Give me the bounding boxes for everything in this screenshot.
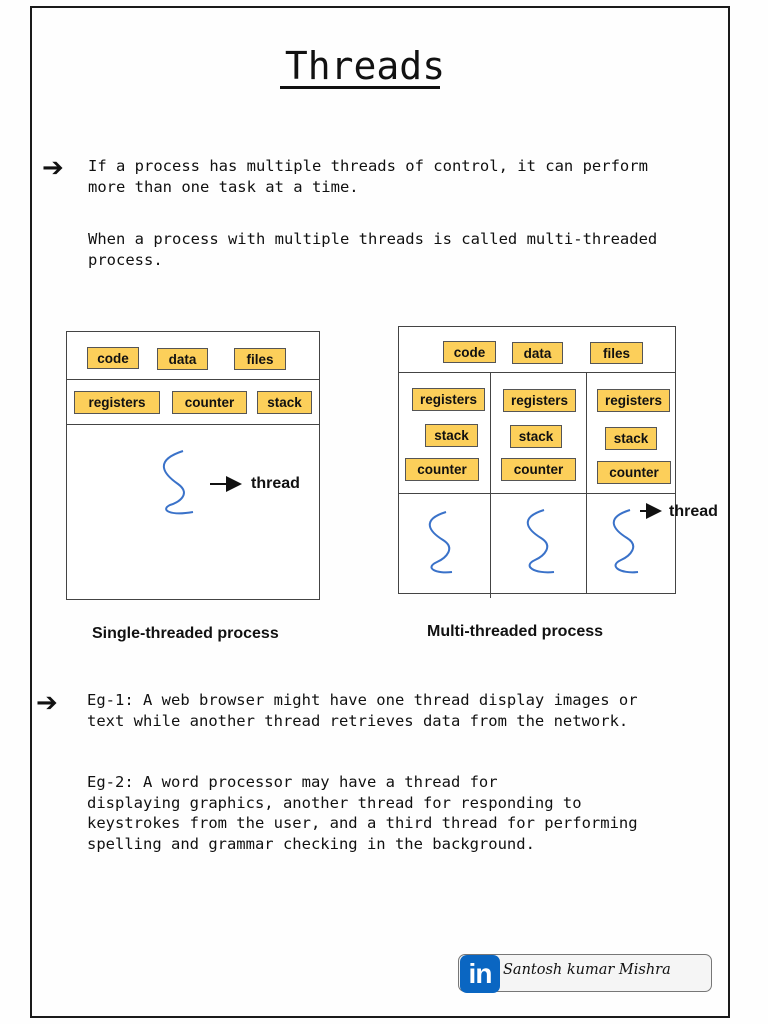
multi-col3-stack-chip: stack [605,427,657,450]
single-thread-label: thread [251,475,300,492]
single-process-box [66,331,320,600]
multi-caption: Multi-threaded process [427,623,604,640]
linkedin-icon[interactable]: in [460,955,500,993]
intro-point-1: If a process has multiple threads of con… [88,157,648,196]
divider [490,372,491,598]
page-frame [30,6,730,1018]
title-underline [280,86,440,89]
divider [66,379,320,380]
multi-col3-counter-chip: counter [597,461,671,484]
multi-col1-stack-chip: stack [425,424,478,447]
divider [398,493,676,494]
single-data-chip: data [157,348,208,370]
example-1: Eg-1: A web browser might have one threa… [87,691,638,730]
divider [586,372,587,594]
multi-thread-squiggle-2 [526,509,555,574]
single-stack-chip: stack [257,391,312,414]
multi-thread-squiggle-3 [612,509,639,574]
divider [398,372,676,373]
example-2: Eg-2: A word processor may have a thread… [87,773,638,853]
author-badge[interactable] [458,954,712,992]
multi-col1-counter-chip: counter [405,458,479,481]
multi-col2-registers-chip: registers [503,389,576,412]
divider [66,424,320,425]
multi-thread-squiggle-1 [428,511,453,574]
single-thread-squiggle [162,450,194,515]
multi-col3-registers-chip: registers [597,389,670,412]
single-files-chip: files [234,348,286,370]
single-caption: Single-threaded process [92,625,279,642]
single-registers-chip: registers [74,391,160,414]
multi-col1-registers-chip: registers [412,388,485,411]
arrow-right-icon: ➔ [36,688,58,718]
multi-col2-counter-chip: counter [501,458,576,481]
single-code-chip: code [87,347,139,369]
single-counter-chip: counter [172,391,247,414]
multi-data-chip: data [512,342,563,364]
arrow-right-icon: ➔ [42,153,64,183]
multi-files-chip: files [590,342,643,364]
multi-thread-label: thread [669,503,718,520]
page-title: Threads [284,44,446,88]
intro-point-2: When a process with multiple threads is … [88,230,658,269]
multi-code-chip: code [443,341,496,363]
author-name: Santosh kumar Mishra [503,962,671,978]
multi-col2-stack-chip: stack [510,425,562,448]
